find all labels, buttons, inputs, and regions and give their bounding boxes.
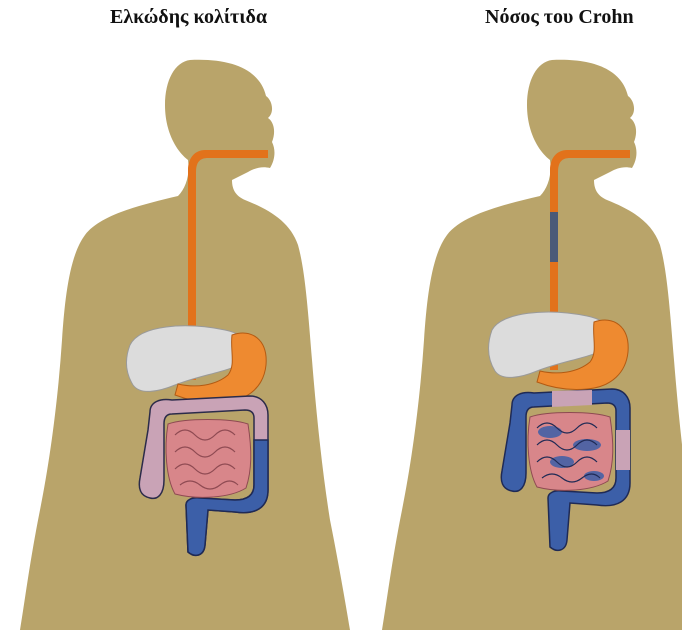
- colon-healthy-segment-right-2: [616, 430, 630, 470]
- right-figure: [382, 60, 682, 630]
- esophagus-lesion-right: [550, 212, 558, 262]
- colon-healthy-segment-right-1: [552, 390, 592, 407]
- left-figure: [20, 60, 350, 630]
- small-intestine-left: [166, 420, 251, 498]
